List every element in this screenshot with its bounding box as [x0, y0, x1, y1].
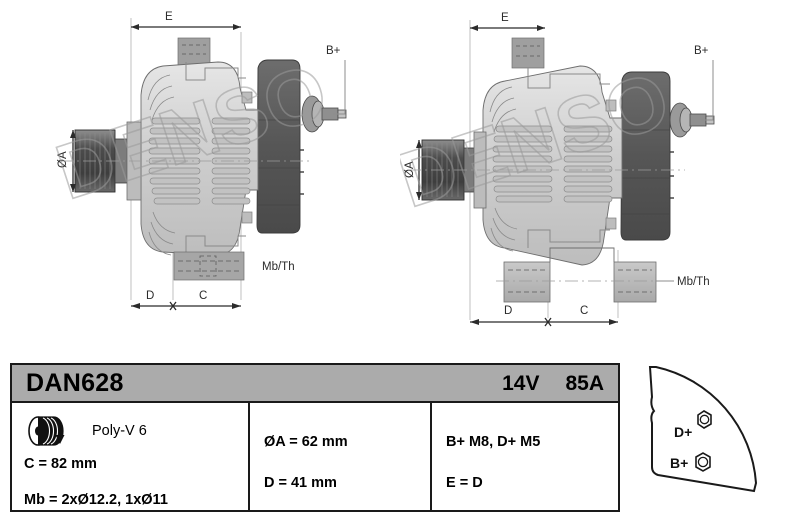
cooling-fins-left — [148, 117, 201, 205]
dim-c-value: C = 82 mm — [24, 456, 97, 472]
dim-c-label: C — [199, 290, 207, 302]
left-view-svg: E — [45, 11, 347, 311]
b-plus-leader-left: B+ — [326, 45, 346, 115]
drive-end-ribs-right — [489, 86, 518, 252]
dimension-dc-right: D C — [470, 305, 618, 327]
b-plus-terminal — [301, 95, 347, 133]
dim-e-label: E — [165, 11, 173, 23]
table-body: Poly-V 6 C = 82 mm Mb = 2xØ12.2, 1xØ11 Ø… — [12, 403, 618, 510]
belt-spec-row: Poly-V 6 — [24, 411, 248, 451]
terminal-layout-panel: D+ B+ — [632, 363, 792, 512]
product-rating: 14V 85A — [502, 373, 604, 394]
dim-c-label-right: C — [580, 305, 588, 317]
spec-column-2: ØA = 62 mm D = 41 mm — [250, 403, 432, 510]
dimension-dc-left: D C — [131, 290, 241, 311]
belt-type-label: Poly-V 6 — [92, 423, 147, 439]
alternator-drawing-right: E — [400, 0, 800, 345]
b-plus-label: B+ — [670, 455, 688, 471]
dim-a-label: ØA — [57, 151, 69, 168]
d-plus-label: D+ — [674, 424, 692, 440]
dimension-e-right: E — [470, 12, 545, 31]
pulley-icon — [28, 416, 65, 446]
dim-d-value: D = 41 mm — [264, 474, 337, 491]
right-view-svg: E — [400, 12, 715, 327]
dim-e-label-right: E — [501, 12, 509, 24]
table-header: DAN628 14V 85A — [12, 365, 618, 403]
top-mount-boss-right — [511, 37, 545, 69]
mounting-feet — [496, 247, 664, 303]
cooling-fins-left-right-view — [492, 125, 553, 203]
b-plus-terminal-marker: B+ — [670, 452, 711, 472]
drive-end-ribs — [147, 74, 176, 256]
terminal-panel-svg: D+ B+ — [648, 366, 758, 493]
b-plus-leader-right: B+ — [694, 45, 714, 121]
voltage-value: 14V — [502, 371, 540, 395]
alternator-body — [140, 61, 259, 256]
mount-th-label-right: Mb/Th — [677, 276, 710, 288]
terminal-b-label: B+ — [326, 45, 341, 57]
dim-mb-value: Mb = 2xØ12.2, 1xØ11 — [24, 491, 168, 508]
dim-a-label-right: ØA — [404, 161, 416, 178]
alternator-body-right — [482, 65, 623, 266]
cooling-fins-right-right-view — [563, 125, 613, 203]
dim-e-value: E = D — [446, 474, 483, 491]
mount-th-leader-right: Mb/Th — [656, 276, 710, 288]
dim-a-value: ØA = 62 mm — [264, 434, 348, 450]
rear-housing-right — [620, 71, 674, 241]
dim-d-label: D — [146, 290, 154, 302]
cooling-fins-right — [211, 117, 251, 205]
d-plus-terminal-marker: D+ — [674, 410, 712, 440]
product-code: DAN628 — [26, 368, 124, 397]
spec-column-1: Poly-V 6 C = 82 mm Mb = 2xØ12.2, 1xØ11 — [12, 403, 250, 510]
spec-column-3: B+ M8, D+ M5 E = D — [432, 403, 618, 510]
terminal-b-label-right: B+ — [694, 45, 709, 57]
terminals-value: B+ M8, D+ M5 — [446, 434, 541, 450]
current-value: 85A — [565, 371, 604, 395]
alternator-drawing-left: E — [0, 0, 400, 345]
rear-housing — [256, 59, 304, 234]
dim-d-label-right: D — [504, 305, 512, 317]
mount-th-label-left: Mb/Th — [262, 261, 295, 273]
bottom-mount-boss — [173, 251, 245, 281]
specification-table: DAN628 14V 85A — [10, 363, 620, 512]
dimension-e-left: E — [131, 11, 241, 30]
